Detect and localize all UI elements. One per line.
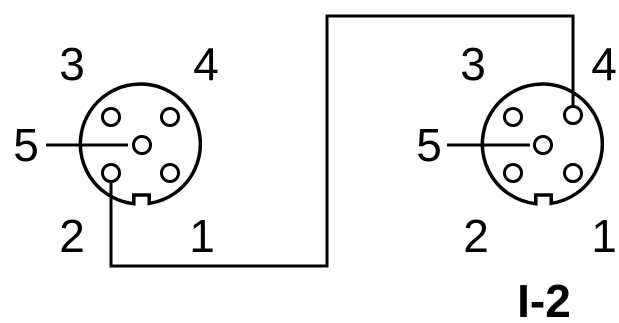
left-pin-1-label: 1 (189, 210, 215, 262)
left-pin-3-socket (101, 107, 121, 127)
left-connector: 3 4 5 2 1 (13, 38, 219, 262)
right-connector: 3 4 5 2 1 (416, 38, 617, 262)
right-pin-5-label: 5 (416, 119, 442, 171)
left-pin-1-socket (160, 163, 180, 183)
right-pin-2-socket (503, 163, 523, 183)
right-pin-2-label: 2 (463, 210, 489, 262)
connecting-wire (109, 14, 575, 268)
right-pin-3-label: 3 (460, 38, 486, 90)
left-pin-5-label: 5 (13, 119, 39, 171)
right-pin-4-socket (563, 105, 583, 125)
right-pin-4-label: 4 (591, 38, 617, 90)
diagram-label: I-2 (517, 275, 571, 323)
right-pin-3-socket (503, 107, 523, 127)
left-pin-4-socket (160, 107, 180, 127)
left-pin-5-socket (132, 135, 152, 155)
left-pin-2-socket (101, 163, 121, 183)
right-pin-1-label: 1 (591, 210, 617, 262)
right-pin-5-socket (533, 135, 553, 155)
left-pin-3-label: 3 (59, 38, 85, 90)
left-pin-4-label: 4 (193, 38, 219, 90)
left-pin-2-label: 2 (59, 210, 85, 262)
right-pin-1-socket (563, 163, 583, 183)
